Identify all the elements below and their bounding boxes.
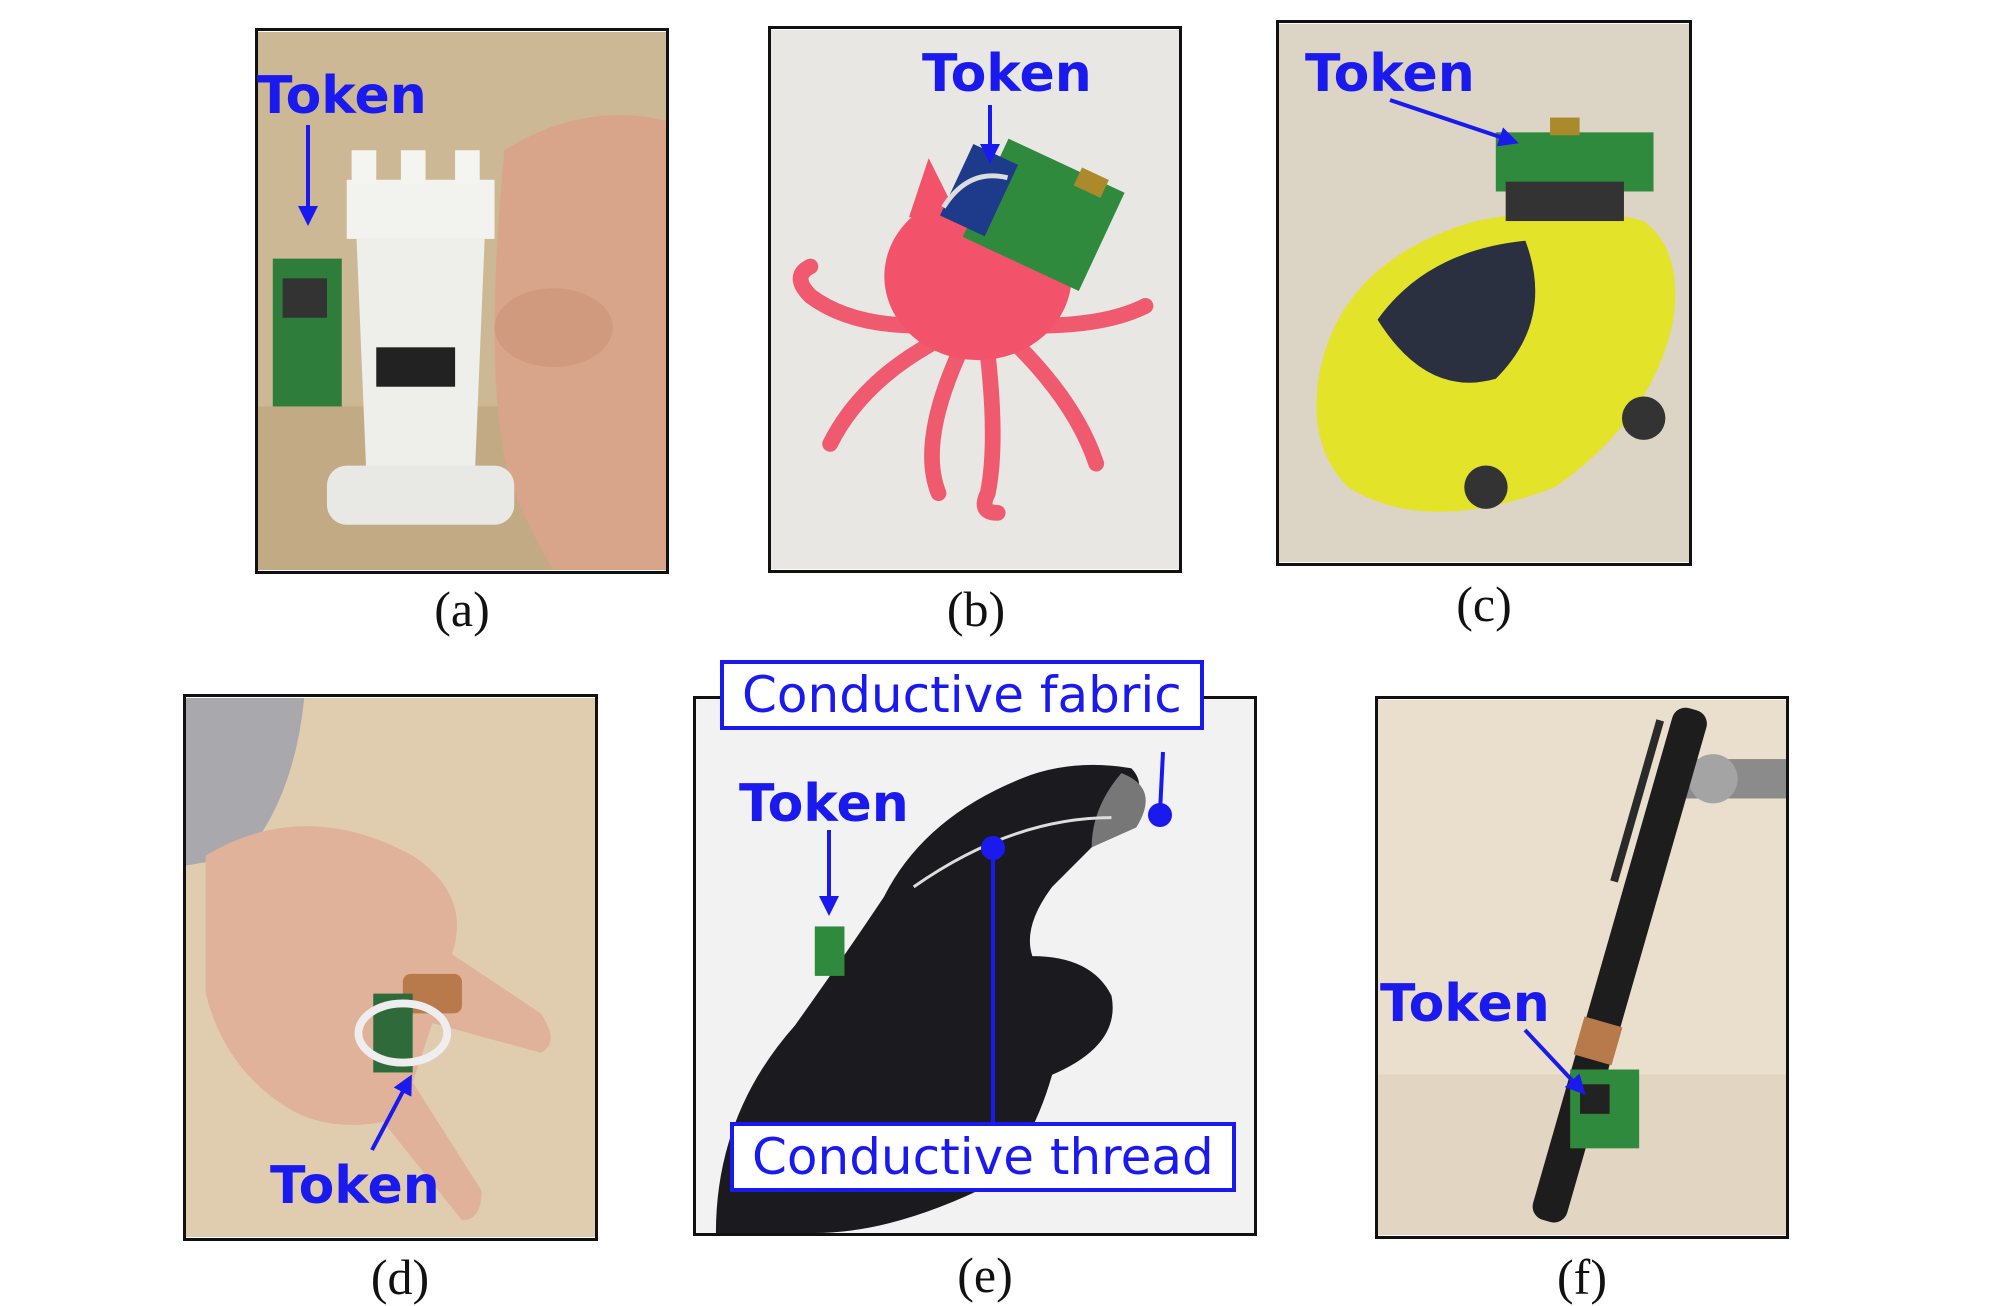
panel-e-caption: (e) — [957, 1247, 1013, 1303]
panel-a-token-label: Token — [257, 66, 427, 126]
panel-b-token-label: Token — [922, 44, 1092, 104]
conductive-fabric-label: Conductive fabric — [720, 660, 1204, 730]
panel-c-caption: (c) — [1456, 576, 1512, 632]
panel-f-token-label: Token — [1380, 974, 1550, 1034]
octopus-photo-illustration — [771, 29, 1179, 570]
panel-d-caption: (d) — [370, 1249, 430, 1305]
car-photo-illustration — [1279, 23, 1689, 563]
panel-b-photo — [768, 26, 1182, 573]
panel-c-token-label: Token — [1305, 44, 1475, 104]
conductive-thread-label: Conductive thread — [730, 1122, 1236, 1192]
panel-b-caption: (b) — [946, 581, 1006, 637]
panel-f-caption: (f) — [1557, 1249, 1607, 1305]
panel-e-token-label: Token — [739, 774, 909, 834]
panel-a-caption: (a) — [434, 581, 490, 637]
pen-photo-illustration — [1378, 699, 1786, 1236]
panel-a-photo — [255, 28, 669, 574]
rook-photo-illustration — [258, 31, 666, 571]
panel-f-photo — [1375, 696, 1789, 1239]
panel-d-token-label: Token — [270, 1156, 440, 1216]
